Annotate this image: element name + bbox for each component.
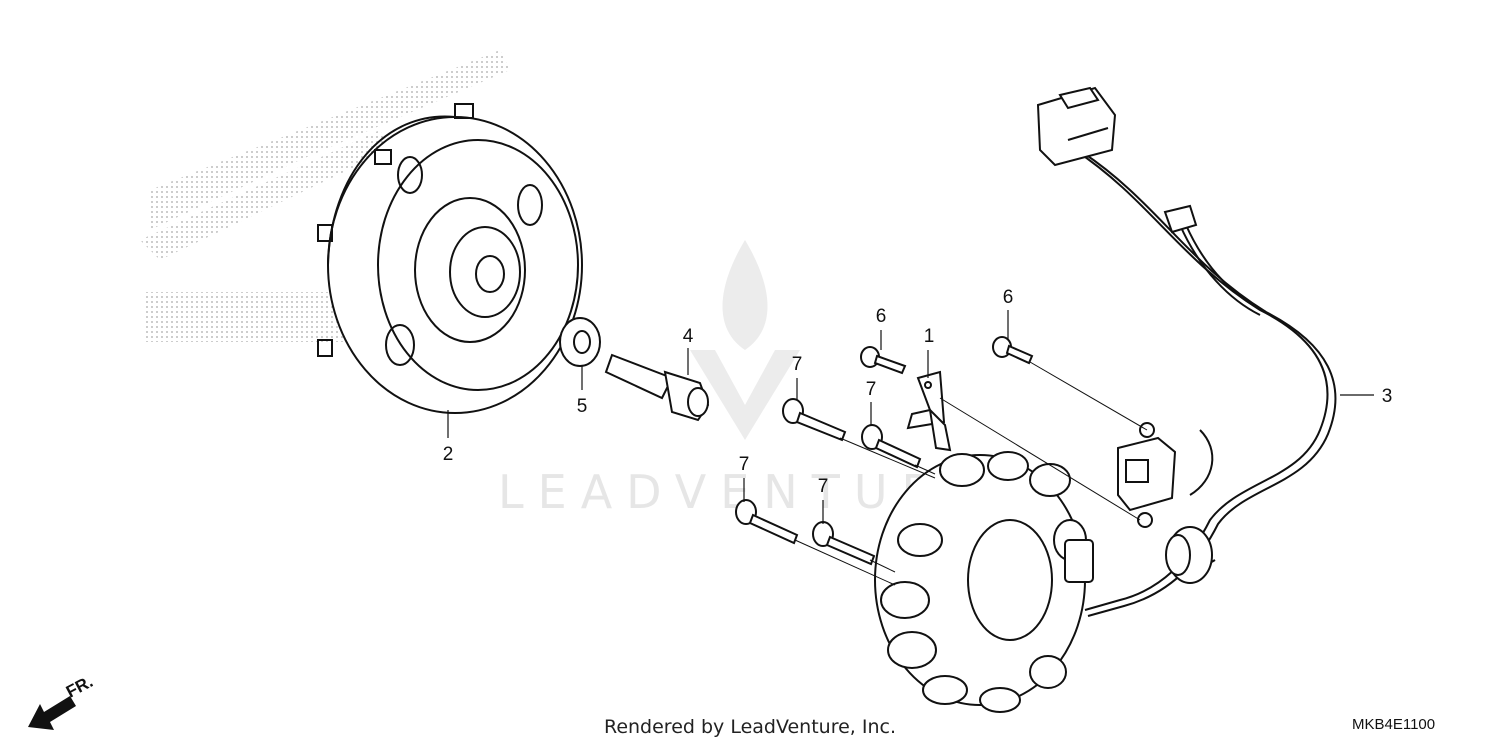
footer-credit: Rendered by LeadVenture, Inc.	[603, 716, 897, 738]
callout-5: 5	[577, 396, 588, 417]
stator	[874, 451, 1094, 713]
pulse-sensor	[1117, 422, 1177, 528]
bolt-6-a	[860, 346, 907, 375]
assembly-lines	[794, 361, 1148, 586]
flywheel-bolt	[604, 353, 710, 422]
bolt-6-b	[992, 336, 1034, 365]
callout-4: 4	[683, 326, 694, 347]
wire-connector-small	[1163, 204, 1198, 234]
callout-1: 1	[924, 326, 935, 347]
harness-grommet	[1165, 526, 1213, 584]
clamp-bracket	[906, 370, 952, 452]
callout-3: 3	[1382, 386, 1393, 407]
flywheel-rotor	[317, 103, 583, 414]
callout-7-d: 7	[818, 476, 829, 497]
callout-7-c: 7	[739, 454, 750, 475]
leader-lines	[447, 310, 1374, 524]
bolt-7-b	[861, 424, 922, 469]
callout-2: 2	[443, 444, 454, 465]
washer	[559, 317, 601, 367]
callout-6-left: 6	[876, 306, 887, 327]
callout-7-b: 7	[866, 379, 877, 400]
diagram-code: MKB4E1100	[1352, 716, 1436, 733]
wire-connector-large	[1036, 86, 1117, 167]
bolt-7-c	[735, 499, 799, 545]
callout-6-right: 6	[1003, 287, 1014, 308]
bolt-7-d	[812, 521, 876, 566]
callout-7-a: 7	[792, 354, 803, 375]
direction-label: FR.	[63, 672, 96, 702]
bolt-7-a	[782, 398, 847, 442]
